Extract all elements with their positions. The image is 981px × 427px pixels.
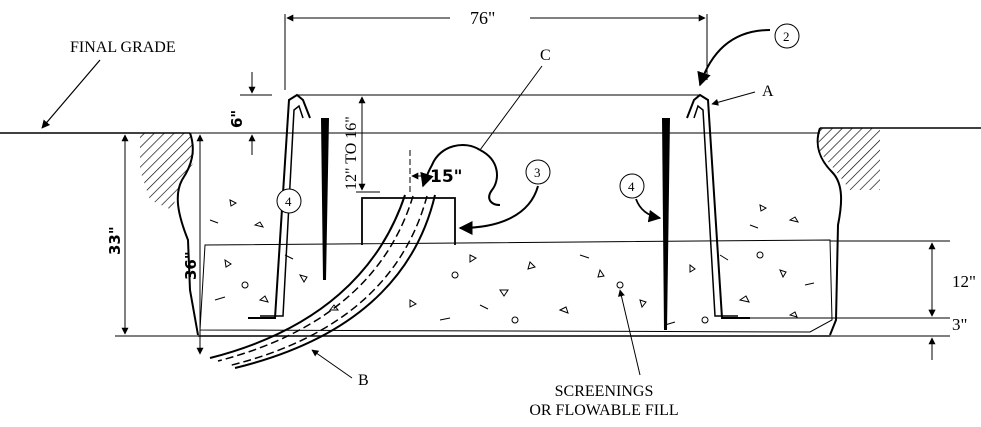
conduit-pipe-outer2 [234, 194, 436, 369]
callout-a-leader [711, 91, 756, 106]
screenings-label-line2: OR FLOWABLE FILL [529, 402, 678, 419]
callout-a-label: A [762, 83, 774, 100]
callout-c-leader [479, 65, 543, 151]
conduit-pipe-inner [217, 195, 414, 362]
dim-76-label: 76" [470, 8, 495, 28]
callout-4-left-label: 4 [285, 194, 292, 209]
dim-36-label: 36" [182, 251, 200, 280]
callout-c-label: C [540, 47, 551, 64]
callout-2-label: 2 [783, 29, 790, 44]
screenings-arrow [618, 289, 641, 376]
conduit-pipe-inner2 [227, 195, 428, 367]
callout-b-label: B [358, 372, 369, 389]
callout-b-leader [311, 349, 353, 379]
callout-2-arrow [697, 29, 771, 87]
callout-3-circle [525, 159, 551, 185]
callout-4-right-arrow [635, 198, 662, 223]
callout-c-curve [420, 144, 481, 188]
dim-33-label: 33" [106, 226, 124, 255]
ground-rod-right [662, 118, 670, 330]
callout-4-left-circle [276, 188, 302, 214]
excavation-wall-right [816, 127, 843, 336]
screenings-label-line1: SCREENINGS [555, 383, 654, 400]
ground-rod-left [321, 118, 329, 280]
conduit-pipe-outer [209, 194, 406, 359]
dim-12-16-label: 12" TO 16" [343, 116, 360, 190]
callout-4-right-circle [619, 173, 645, 199]
final-grade-arrow [41, 59, 101, 129]
box-wall-left [248, 93, 311, 319]
fill-aggregate-marks [209, 199, 815, 326]
callout-3-label: 3 [534, 165, 541, 180]
callout-4-right-label: 4 [628, 179, 635, 194]
soil-hatch-right [818, 128, 880, 190]
box-wall-left-inner [260, 104, 304, 317]
excavation-wall-left [176, 132, 199, 336]
box-wall-right [686, 93, 750, 319]
dim-3-label: 3" [952, 315, 967, 334]
dim-12-label: 12" [952, 272, 976, 291]
box-wall-right-inner [693, 104, 738, 317]
callout-3-arrow [458, 185, 539, 235]
soil-hatch-left [140, 133, 195, 210]
callout-2-circle [774, 23, 800, 49]
dim-15-label: 15" [430, 167, 463, 187]
dim-6-label: 6" [228, 110, 246, 128]
callout-c-tail [479, 149, 501, 206]
final-grade-label: FINAL GRADE [70, 39, 176, 56]
conduit-collar [361, 197, 456, 245]
